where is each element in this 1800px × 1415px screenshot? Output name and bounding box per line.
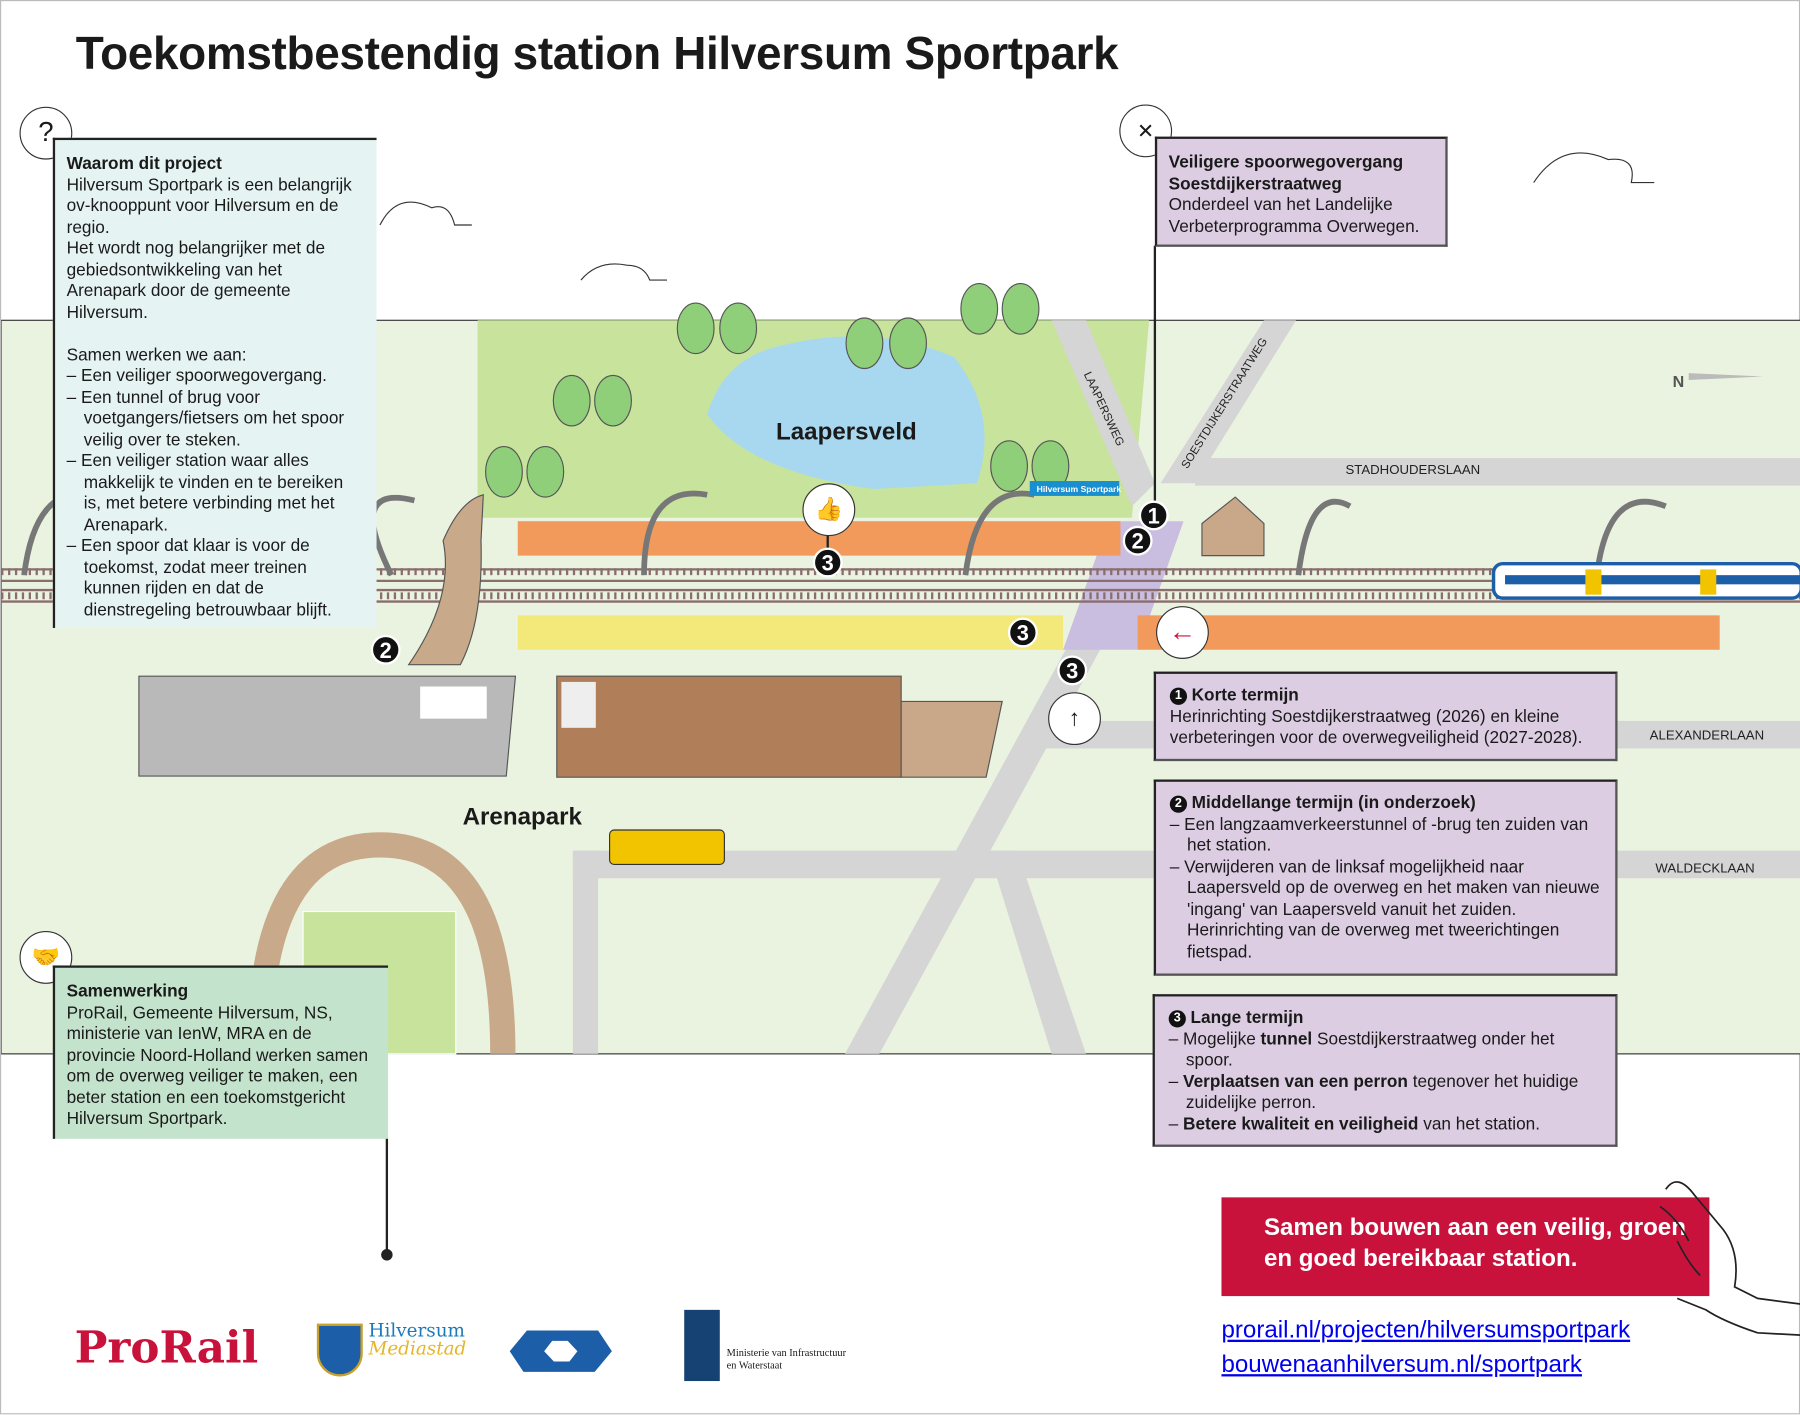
tunnel-icon: ↑ — [1048, 692, 1101, 746]
roads — [572, 320, 1800, 1054]
cooperation-box: Samenwerking ProRail, Gemeente Hilversum… — [52, 965, 389, 1139]
marker-3: 3 — [812, 547, 843, 578]
road-label-waldecklaan: WALDECKLAAN — [1655, 862, 1755, 876]
number-badge: 1 — [1169, 687, 1188, 705]
platform-south-yellow — [517, 615, 1064, 650]
level-crossing-icon: ✕ — [1119, 104, 1173, 158]
link-prorail-project[interactable]: prorail.nl/projecten/hilversumsportpark — [1221, 1316, 1631, 1344]
station-sign-label: Hilversum Sportpark — [1037, 484, 1122, 494]
buildings — [138, 496, 1265, 778]
station-sign — [1029, 481, 1120, 496]
bus — [609, 829, 725, 866]
clouds — [379, 152, 1655, 281]
crossing-heading: Veiligere spoorwegovergang Soestdijkerst… — [1168, 152, 1404, 194]
marker-3: 3 — [1007, 617, 1038, 648]
bridge-ramp — [407, 494, 484, 666]
hilversum-crest-icon — [316, 1323, 363, 1377]
crossing-text: Onderdeel van het Landelijke Verbeterpro… — [1168, 195, 1420, 236]
trees — [485, 282, 1070, 498]
number-badge: 3 — [1168, 1010, 1186, 1028]
coop-heading: Samenwerking — [66, 981, 189, 1002]
list-item: – Een tunnel of brug voor voetgangers/fi… — [66, 387, 345, 450]
medium-heading: Middellange termijn (in onderzoek) — [1191, 793, 1476, 813]
north-arrow: N — [1673, 373, 1685, 391]
list-item: – Een spoor dat klaar is voor de toekoms… — [66, 536, 332, 620]
marker-1: 1 — [1138, 500, 1169, 531]
page-title: Toekomstbestendig station Hilversum Spor… — [75, 28, 1119, 80]
list-item: – Een langzaamverkeerstunnel of -brug te… — [1169, 814, 1589, 856]
hand-icon — [1659, 1181, 1800, 1336]
why-heading: Waarom dit project — [66, 153, 222, 174]
short-text: Herinrichting Soestdijkerstraatweg (2026… — [1169, 706, 1583, 748]
list-item: – Verplaatsen van een perron tegenover h… — [1168, 1071, 1579, 1113]
rijksoverheid-logo — [684, 1309, 720, 1382]
compass-icon — [1688, 373, 1764, 380]
why-intro2: Het wordt nog belangrijker met de gebied… — [66, 238, 326, 323]
why-intro: Hilversum Sportpark is een belangrijk ov… — [66, 175, 352, 238]
road-label-alexanderlaan: ALEXANDERLAAN — [1649, 728, 1765, 743]
crossing-area — [1063, 521, 1184, 650]
list-item: – Verwijderen van de linksaf mogelijkhei… — [1169, 856, 1600, 962]
why-lead: Samen werken we aan: — [66, 344, 247, 365]
coop-text: ProRail, Gemeente Hilversum, NS, ministe… — [66, 1002, 369, 1129]
link-bouwenaanhilversum[interactable]: bouwenaanhilversum.nl/sportpark — [1221, 1351, 1582, 1378]
why-list: – Een veiliger spoorwegovergang.– Een tu… — [67, 366, 365, 621]
train — [1491, 561, 1800, 600]
number-badge: 2 — [1169, 795, 1188, 813]
slogan-banner: Samen bouwen aan een veilig, groen en go… — [1221, 1197, 1710, 1297]
prorail-logo: ProRail — [74, 1321, 259, 1374]
thumbs-up-icon: 👍 — [802, 483, 856, 537]
road-label-stadhouderslaan: STADHOUDERSLAAN — [1345, 463, 1481, 478]
list-item: – Een veiliger spoorwegovergang. — [66, 366, 327, 386]
list-item: – Betere kwaliteit en veiligheid van het… — [1168, 1114, 1541, 1134]
list-item: – Mogelijke tunnel Soestdijkerstraatweg … — [1168, 1029, 1555, 1070]
why-project-box: Waarom dit project Hilversum Sportpark i… — [52, 137, 377, 628]
marker-2: 2 — [1122, 525, 1153, 556]
marker-3: 3 — [1057, 655, 1088, 686]
ns-logo — [509, 1330, 612, 1372]
label-laapersveld: Laapersveld — [776, 419, 917, 446]
platform-south — [1137, 615, 1720, 650]
crossing-box: Veiligere spoorwegovergang Soestdijkerst… — [1154, 136, 1448, 247]
label-arenapark: Arenapark — [462, 803, 582, 831]
list-item: – Een veiliger station waar alles makkel… — [66, 451, 344, 535]
marker-2: 2 — [370, 634, 401, 665]
arrow-left-icon: ← — [1156, 606, 1209, 659]
lake — [707, 336, 985, 490]
short-heading: Korte termijn — [1191, 685, 1299, 705]
long-heading: Lange termijn — [1190, 1007, 1304, 1028]
